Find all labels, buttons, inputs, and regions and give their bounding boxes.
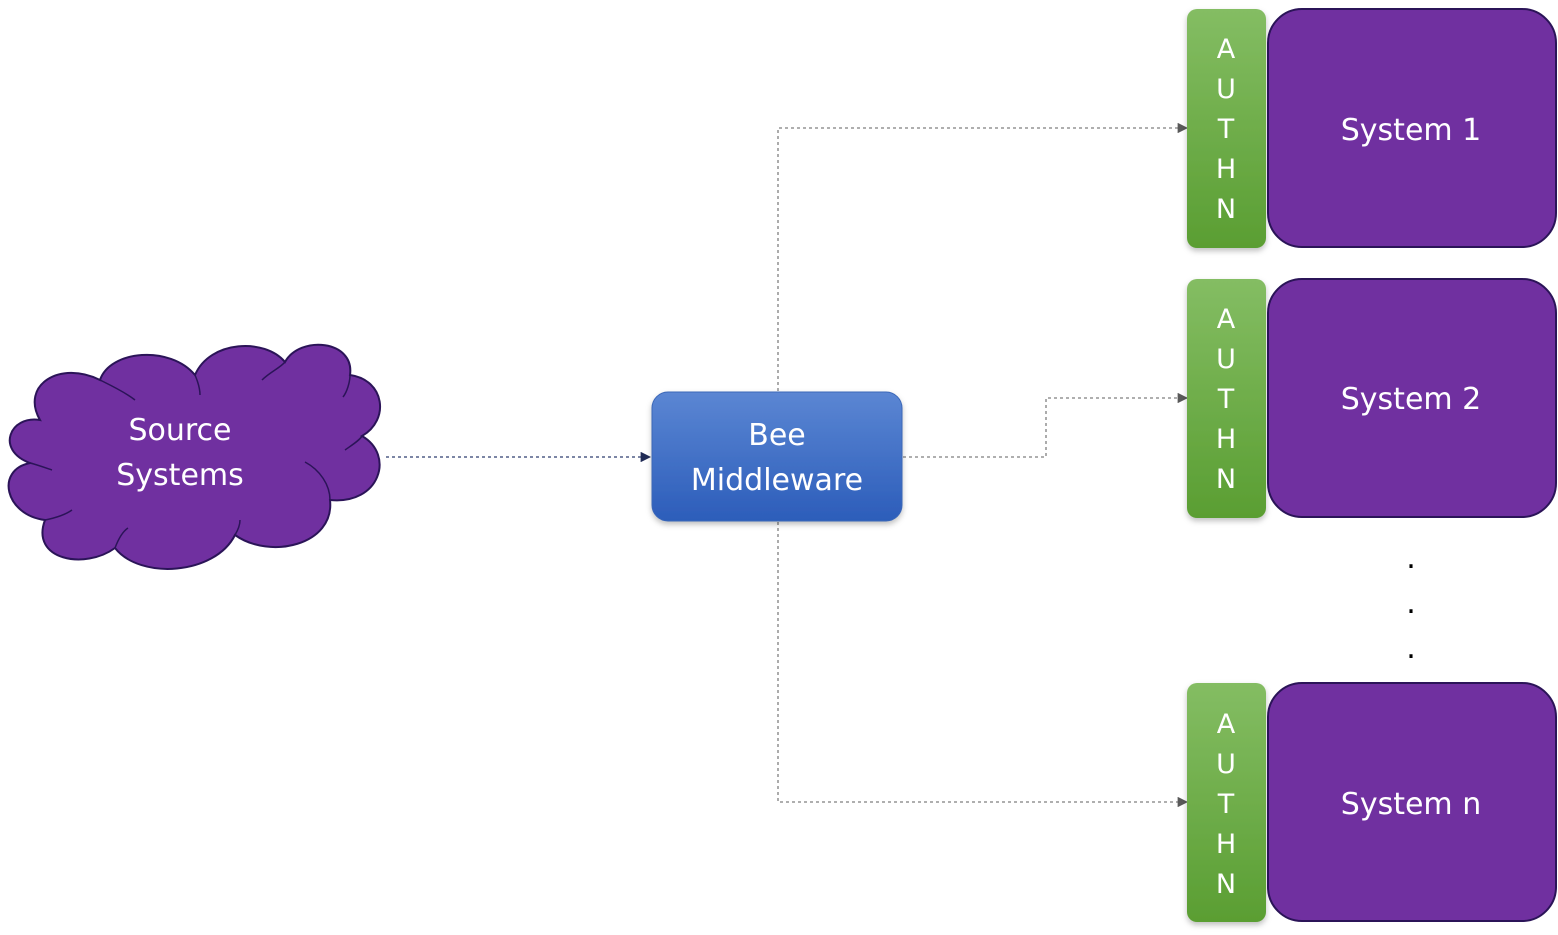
authn-letter: U [1216, 74, 1236, 105]
source-systems-label-line2: Systems [116, 458, 244, 493]
authn-letter: N [1216, 194, 1236, 225]
source-systems-cloud: Source Systems [7, 343, 382, 570]
system-2-group: A U T H N System 2 [1187, 278, 1557, 518]
middleware-box [651, 391, 903, 522]
authn-letter: T [1217, 384, 1235, 415]
ellipsis-dot: . [1406, 586, 1416, 621]
connector-middleware-to-system-2 [903, 392, 1189, 458]
authn-letter: N [1216, 464, 1236, 495]
authn-letter: U [1216, 344, 1236, 375]
middleware-label-line1: Bee [748, 418, 806, 453]
system-n-label: System n [1341, 787, 1481, 822]
system-1-group: A U T H N System 1 [1187, 8, 1557, 248]
authn-letter: A [1217, 709, 1236, 740]
connectors [386, 122, 1189, 808]
system-2-box [1267, 278, 1557, 518]
system-n-box [1267, 682, 1557, 922]
authn-letter: A [1217, 304, 1236, 335]
authn-letter: T [1217, 789, 1235, 820]
system-1-label: System 1 [1341, 113, 1482, 148]
authn-letter: T [1217, 114, 1235, 145]
system-1-box [1267, 8, 1557, 248]
authn-bar-1 [1187, 9, 1266, 248]
ellipsis-dot: . [1406, 631, 1416, 666]
cloud-shape [7, 343, 382, 570]
connector-middleware-to-system-1 [777, 122, 1189, 391]
authn-letter: H [1216, 154, 1236, 185]
bee-middleware-node: Bee Middleware [651, 391, 903, 522]
middleware-label-line2: Middleware [691, 463, 863, 498]
authn-letter: A [1217, 34, 1236, 65]
authn-letter: U [1216, 749, 1236, 780]
authn-letter: H [1216, 424, 1236, 455]
system-n-group: A U T H N System n [1187, 682, 1557, 922]
source-systems-label-line1: Source [128, 413, 231, 448]
authn-bar-2 [1187, 279, 1266, 518]
authn-bar-n [1187, 683, 1266, 922]
connector-middleware-to-system-n [777, 522, 1189, 808]
authn-letter: N [1216, 869, 1236, 900]
ellipsis: . . . [1406, 541, 1416, 666]
authn-letter: H [1216, 829, 1236, 860]
system-2-label: System 2 [1341, 382, 1482, 417]
ellipsis-dot: . [1406, 541, 1416, 576]
